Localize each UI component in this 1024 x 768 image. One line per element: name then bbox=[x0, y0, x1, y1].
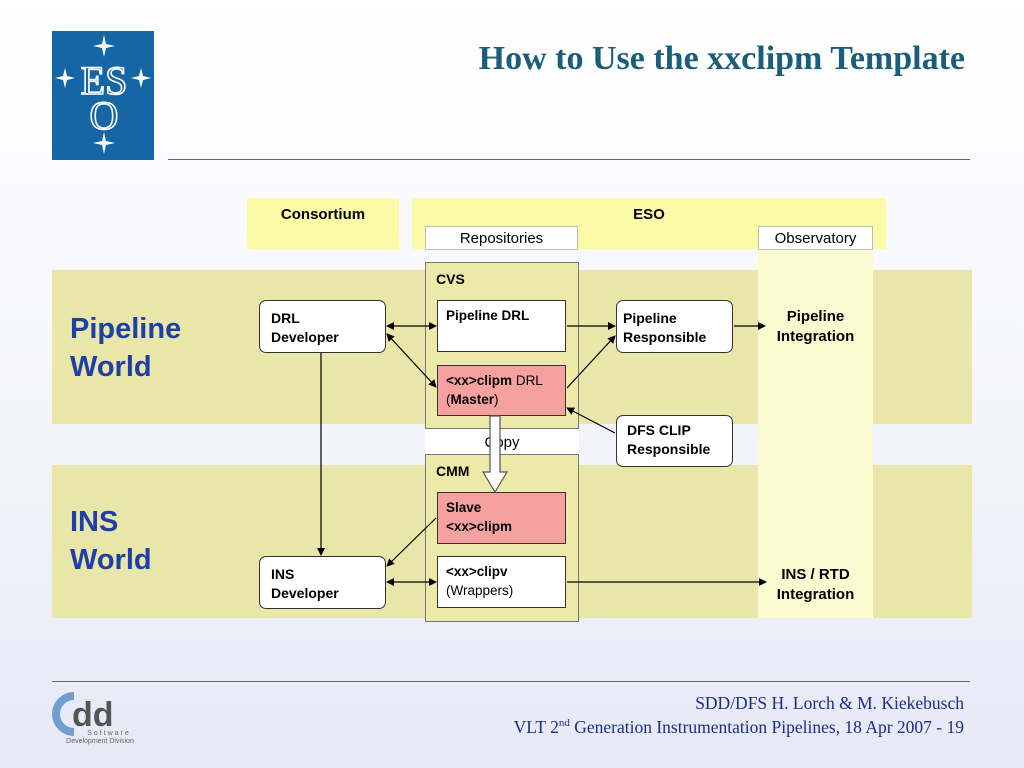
drl-developer-box: DRL Developer bbox=[259, 300, 386, 353]
arrow-drl-dev-master bbox=[386, 333, 437, 388]
slave-clipm-box: Slave <xx>clipm bbox=[437, 492, 566, 544]
pipeline-responsible-box: Pipeline Responsible bbox=[616, 300, 733, 353]
observatory-header: Observatory bbox=[758, 226, 873, 250]
observatory-column bbox=[758, 249, 873, 618]
cvs-label: CVS bbox=[436, 271, 465, 287]
dfs-clip-responsible-box: DFS CLIP Responsible bbox=[616, 415, 733, 467]
eso-logo-graphic: ES O bbox=[55, 35, 151, 154]
sdd-logo: dd Software Development Division bbox=[52, 687, 152, 747]
sdd-logo-letters: dd bbox=[72, 696, 114, 734]
eso-logo-o: O bbox=[90, 93, 119, 138]
repositories-header: Repositories bbox=[425, 226, 578, 250]
pipeline-drl-box: Pipeline DRL bbox=[437, 300, 566, 352]
sdd-logo-division: Development Division bbox=[66, 738, 134, 745]
footer-divider bbox=[52, 681, 970, 682]
eso-logo-es: ES bbox=[81, 58, 128, 103]
page-title: How to Use the xxclipm Template bbox=[478, 40, 965, 77]
consortium-header: Consortium bbox=[247, 198, 399, 249]
ins-world-label: INS World bbox=[70, 506, 152, 576]
ins-developer-box: INS Developer bbox=[259, 556, 386, 609]
arrow-dfs-clip-master bbox=[566, 407, 616, 434]
master-clipm-box: <xx>clipm DRL (Master) bbox=[437, 365, 566, 416]
arrow-slave-ins-dev bbox=[386, 517, 437, 567]
sdd-logo-software: Software bbox=[87, 730, 131, 737]
footer-event: VLT 2nd Generation Instrumentation Pipel… bbox=[513, 717, 964, 737]
cmm-label: CMM bbox=[436, 463, 470, 479]
ins-rtd-integration-label: INS / RTD Integration bbox=[776, 566, 855, 603]
arrow-master-responsible bbox=[566, 335, 616, 389]
eso-logo: ES O bbox=[52, 31, 154, 160]
title-divider bbox=[168, 159, 970, 160]
clipv-wrappers-box: <xx>clipv (Wrappers) bbox=[437, 556, 566, 608]
footer-authors: SDD/DFS H. Lorch & M. Kiekebusch bbox=[695, 693, 964, 713]
pipeline-integration-label: Pipeline Integration bbox=[776, 308, 855, 345]
pipeline-world-label: Pipeline World bbox=[70, 313, 182, 383]
copy-arrow bbox=[481, 415, 509, 494]
